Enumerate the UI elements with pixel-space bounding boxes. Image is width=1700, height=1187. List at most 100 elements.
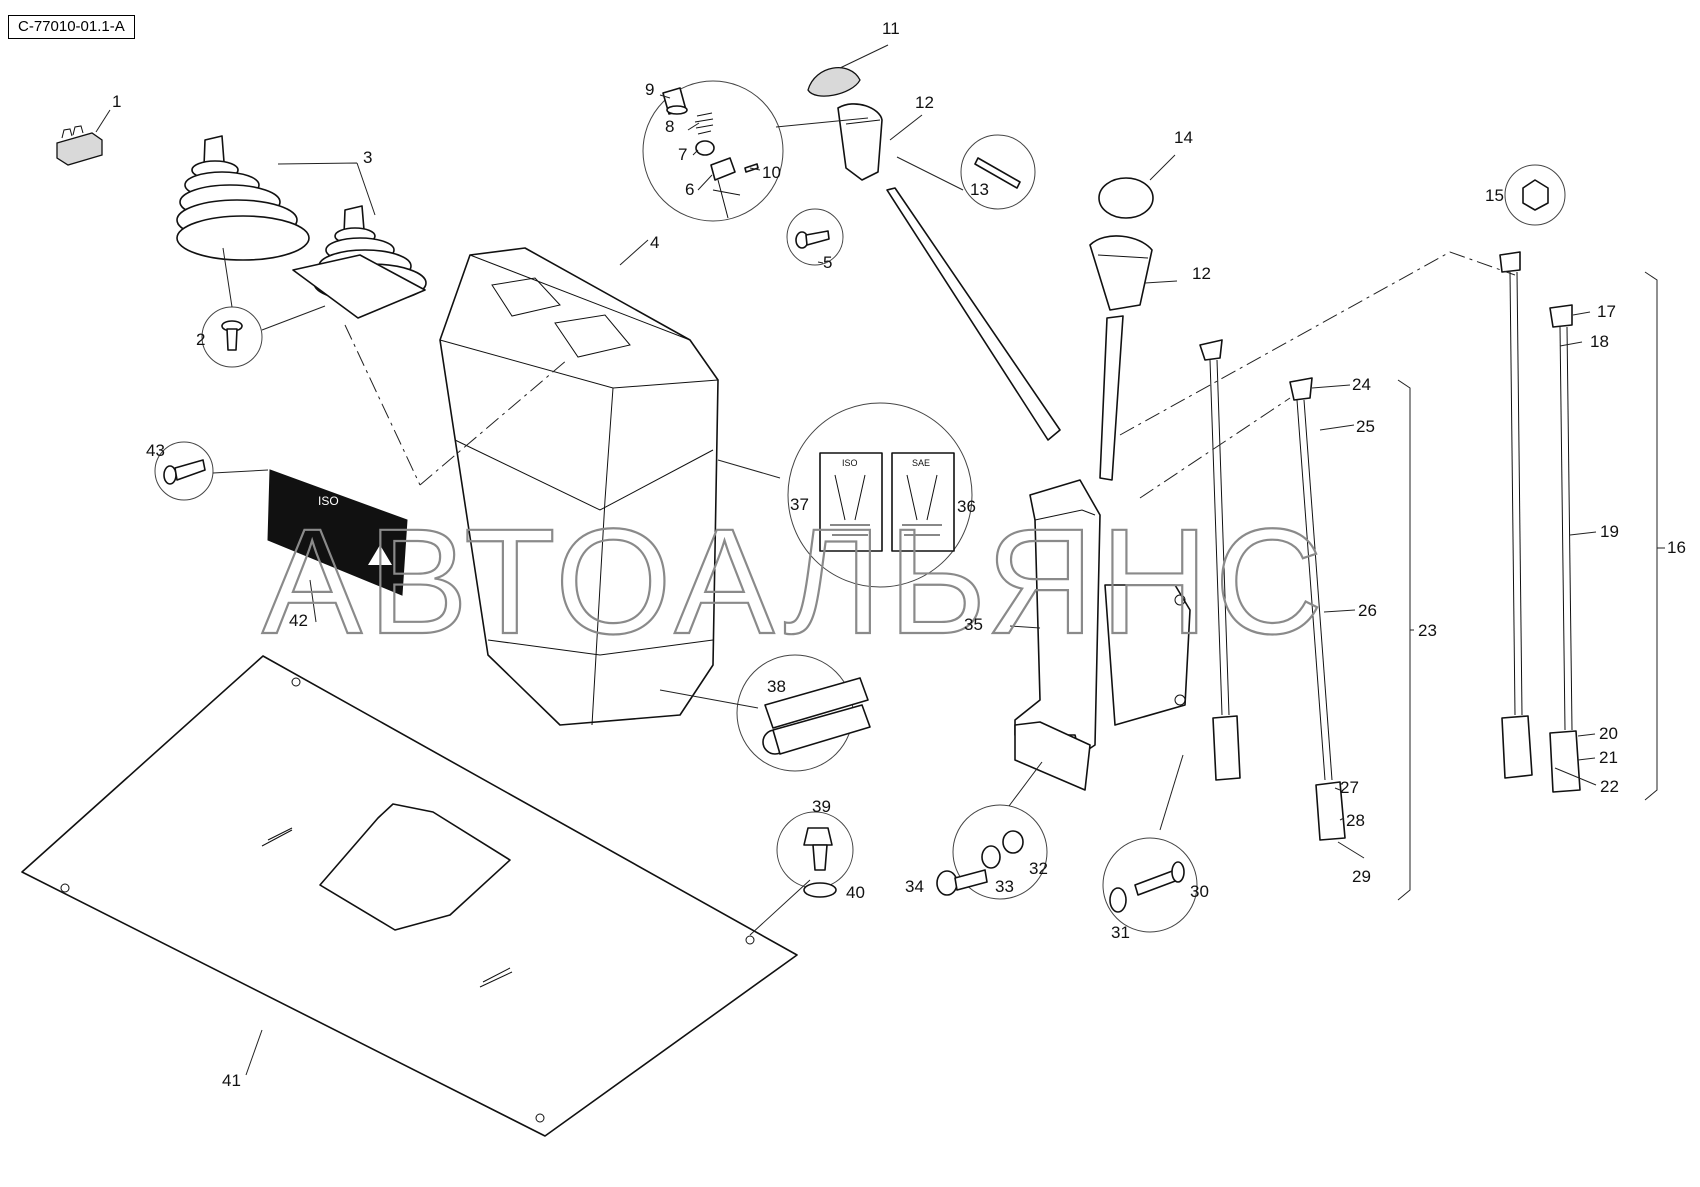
bracket-23 — [1397, 379, 1411, 901]
part-cap-11 — [807, 67, 861, 97]
part-screw-43 — [163, 459, 206, 485]
callout-20: 20 — [1599, 724, 1618, 743]
detail-circle-13 — [960, 134, 1036, 210]
part-console-housing — [439, 247, 719, 726]
guide-line-cable — [1139, 397, 1291, 499]
part-washer-32 — [1002, 830, 1024, 854]
callout-5: 5 — [823, 253, 832, 272]
part-washer-33 — [981, 845, 1001, 869]
part-cover-14 — [1098, 177, 1154, 219]
callout-14: 14 — [1174, 128, 1193, 147]
callout-35: 35 — [964, 615, 983, 634]
callout-42: 42 — [289, 611, 308, 630]
callout-8: 8 — [665, 117, 674, 136]
part-profile-38 — [762, 677, 871, 755]
part-decal-42: ISO — [267, 469, 408, 596]
callout-1: 1 — [112, 92, 121, 111]
detail-circle-32-34 — [952, 804, 1048, 900]
callout-33: 33 — [995, 877, 1014, 896]
figure-code: C-77010-01.1-A — [8, 15, 135, 39]
part-base-plate — [21, 655, 798, 1137]
callout-9: 9 — [645, 80, 654, 99]
part-spring-8 — [694, 112, 714, 135]
callout-38: 38 — [767, 677, 786, 696]
callout-30: 30 — [1190, 882, 1209, 901]
callout-21: 21 — [1599, 748, 1618, 767]
part-nut-15 — [1522, 179, 1549, 211]
callout-34: 34 — [905, 877, 924, 896]
part-boot-right — [292, 205, 427, 319]
guide-line-boot-2 — [419, 359, 568, 486]
callout-43: 43 — [146, 441, 165, 460]
detail-circle-decals — [787, 402, 973, 588]
callout-26: 26 — [1358, 601, 1377, 620]
callout-40: 40 — [846, 883, 865, 902]
part-bolt-34 — [936, 869, 988, 896]
callout-37: 37 — [790, 495, 809, 514]
callout-31: 31 — [1111, 923, 1130, 942]
callout-12a: 12 — [915, 93, 934, 112]
guide-line-boot — [344, 324, 421, 486]
callout-27: 27 — [1340, 778, 1359, 797]
detail-circle-switch — [642, 80, 784, 222]
callout-7: 7 — [678, 145, 687, 164]
callout-25: 25 — [1356, 417, 1375, 436]
part-switch-cap-9 — [662, 87, 688, 115]
leader-lines — [95, 44, 1665, 1076]
callout-41: 41 — [222, 1071, 241, 1090]
part-decal-37-iso: ISO — [819, 452, 883, 552]
part-lever-left — [886, 187, 1061, 441]
decal-36-sae-text: SAE — [912, 458, 930, 468]
decal-37-iso-text: ISO — [842, 458, 858, 468]
cable-assembly-16 — [1499, 251, 1581, 793]
decal-iso-text: ISO — [318, 494, 339, 508]
callout-4: 4 — [650, 233, 659, 252]
part-bolt-39 — [803, 827, 833, 871]
part-switch-6 — [710, 157, 741, 219]
part-handle-12-lower — [1089, 235, 1153, 311]
callout-3: 3 — [363, 148, 372, 167]
bracket-16 — [1644, 271, 1658, 801]
callout-10: 10 — [762, 163, 781, 182]
guide-line-right — [1119, 251, 1516, 436]
detail-circle-30-31 — [1102, 837, 1198, 933]
watermark-text: АВТОАЛЬЯНС — [262, 497, 1329, 665]
part-bracket-35 — [1014, 479, 1191, 791]
part-bolt-30 — [1134, 861, 1185, 896]
callout-18: 18 — [1590, 332, 1609, 351]
part-screw-5 — [795, 230, 830, 249]
callout-2: 2 — [196, 330, 205, 349]
callout-16: 16 — [1667, 538, 1686, 557]
callout-36: 36 — [957, 497, 976, 516]
part-plug — [56, 125, 103, 166]
cable-assembly-23 — [1199, 339, 1346, 841]
part-washer-40 — [803, 882, 837, 898]
part-handle-12-upper — [837, 103, 883, 181]
part-lever-right — [1099, 315, 1124, 481]
detail-circle-15 — [1504, 164, 1566, 226]
callout-labels: 1 2 3 4 5 6 7 8 9 10 11 12 12 13 14 15 1… — [112, 19, 1686, 1090]
detail-circle-43 — [154, 441, 214, 501]
callout-29: 29 — [1352, 867, 1371, 886]
callout-19: 19 — [1600, 522, 1619, 541]
callout-23: 23 — [1418, 621, 1437, 640]
part-boot-left — [176, 135, 310, 261]
callout-32: 32 — [1029, 859, 1048, 878]
callout-11: 11 — [882, 19, 900, 38]
callout-12b: 12 — [1192, 264, 1211, 283]
callout-6: 6 — [685, 180, 694, 199]
part-pin-13 — [974, 157, 1021, 189]
callout-28: 28 — [1346, 811, 1365, 830]
callout-15: 15 — [1485, 186, 1504, 205]
part-screw-2 — [221, 320, 243, 351]
part-washer-31 — [1109, 887, 1127, 913]
callout-39: 39 — [812, 797, 831, 816]
callout-17: 17 — [1597, 302, 1616, 321]
part-ring-7 — [695, 140, 715, 156]
callout-24: 24 — [1352, 375, 1371, 394]
detail-circle-5 — [786, 208, 844, 266]
callout-22: 22 — [1600, 777, 1619, 796]
callout-13: 13 — [970, 180, 989, 199]
part-decal-36-sae: SAE — [891, 452, 955, 552]
